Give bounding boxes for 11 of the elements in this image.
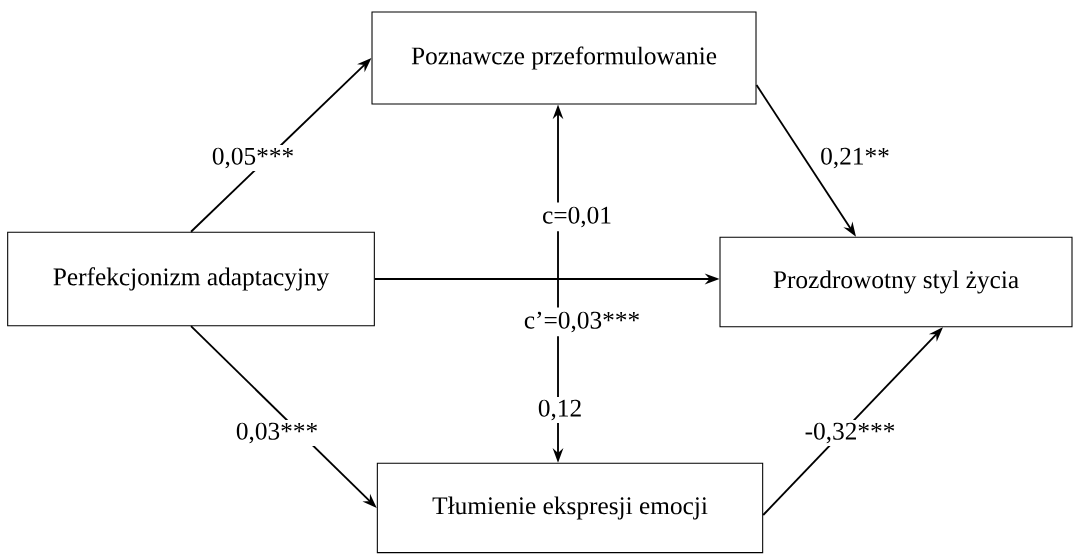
edge-label: 0,12 (535, 396, 585, 424)
text-box: Tłumienie ekspresji emocji (376, 462, 764, 554)
path-label: c’=0,03*** (519, 307, 645, 337)
text-box: Perfekcjonizm adaptacyjny (7, 231, 375, 327)
edge-label: 0,03*** (233, 419, 321, 447)
text-box: Poznawcze przeformulowanie (371, 11, 757, 105)
edge-label: 0,05*** (209, 144, 297, 172)
edge-label: 0,21** (817, 144, 893, 172)
edge-label: -0,32*** (801, 419, 899, 447)
text-box: Prozdrowotny styl życia (719, 236, 1073, 328)
path-label: c=0,01 (538, 202, 616, 232)
